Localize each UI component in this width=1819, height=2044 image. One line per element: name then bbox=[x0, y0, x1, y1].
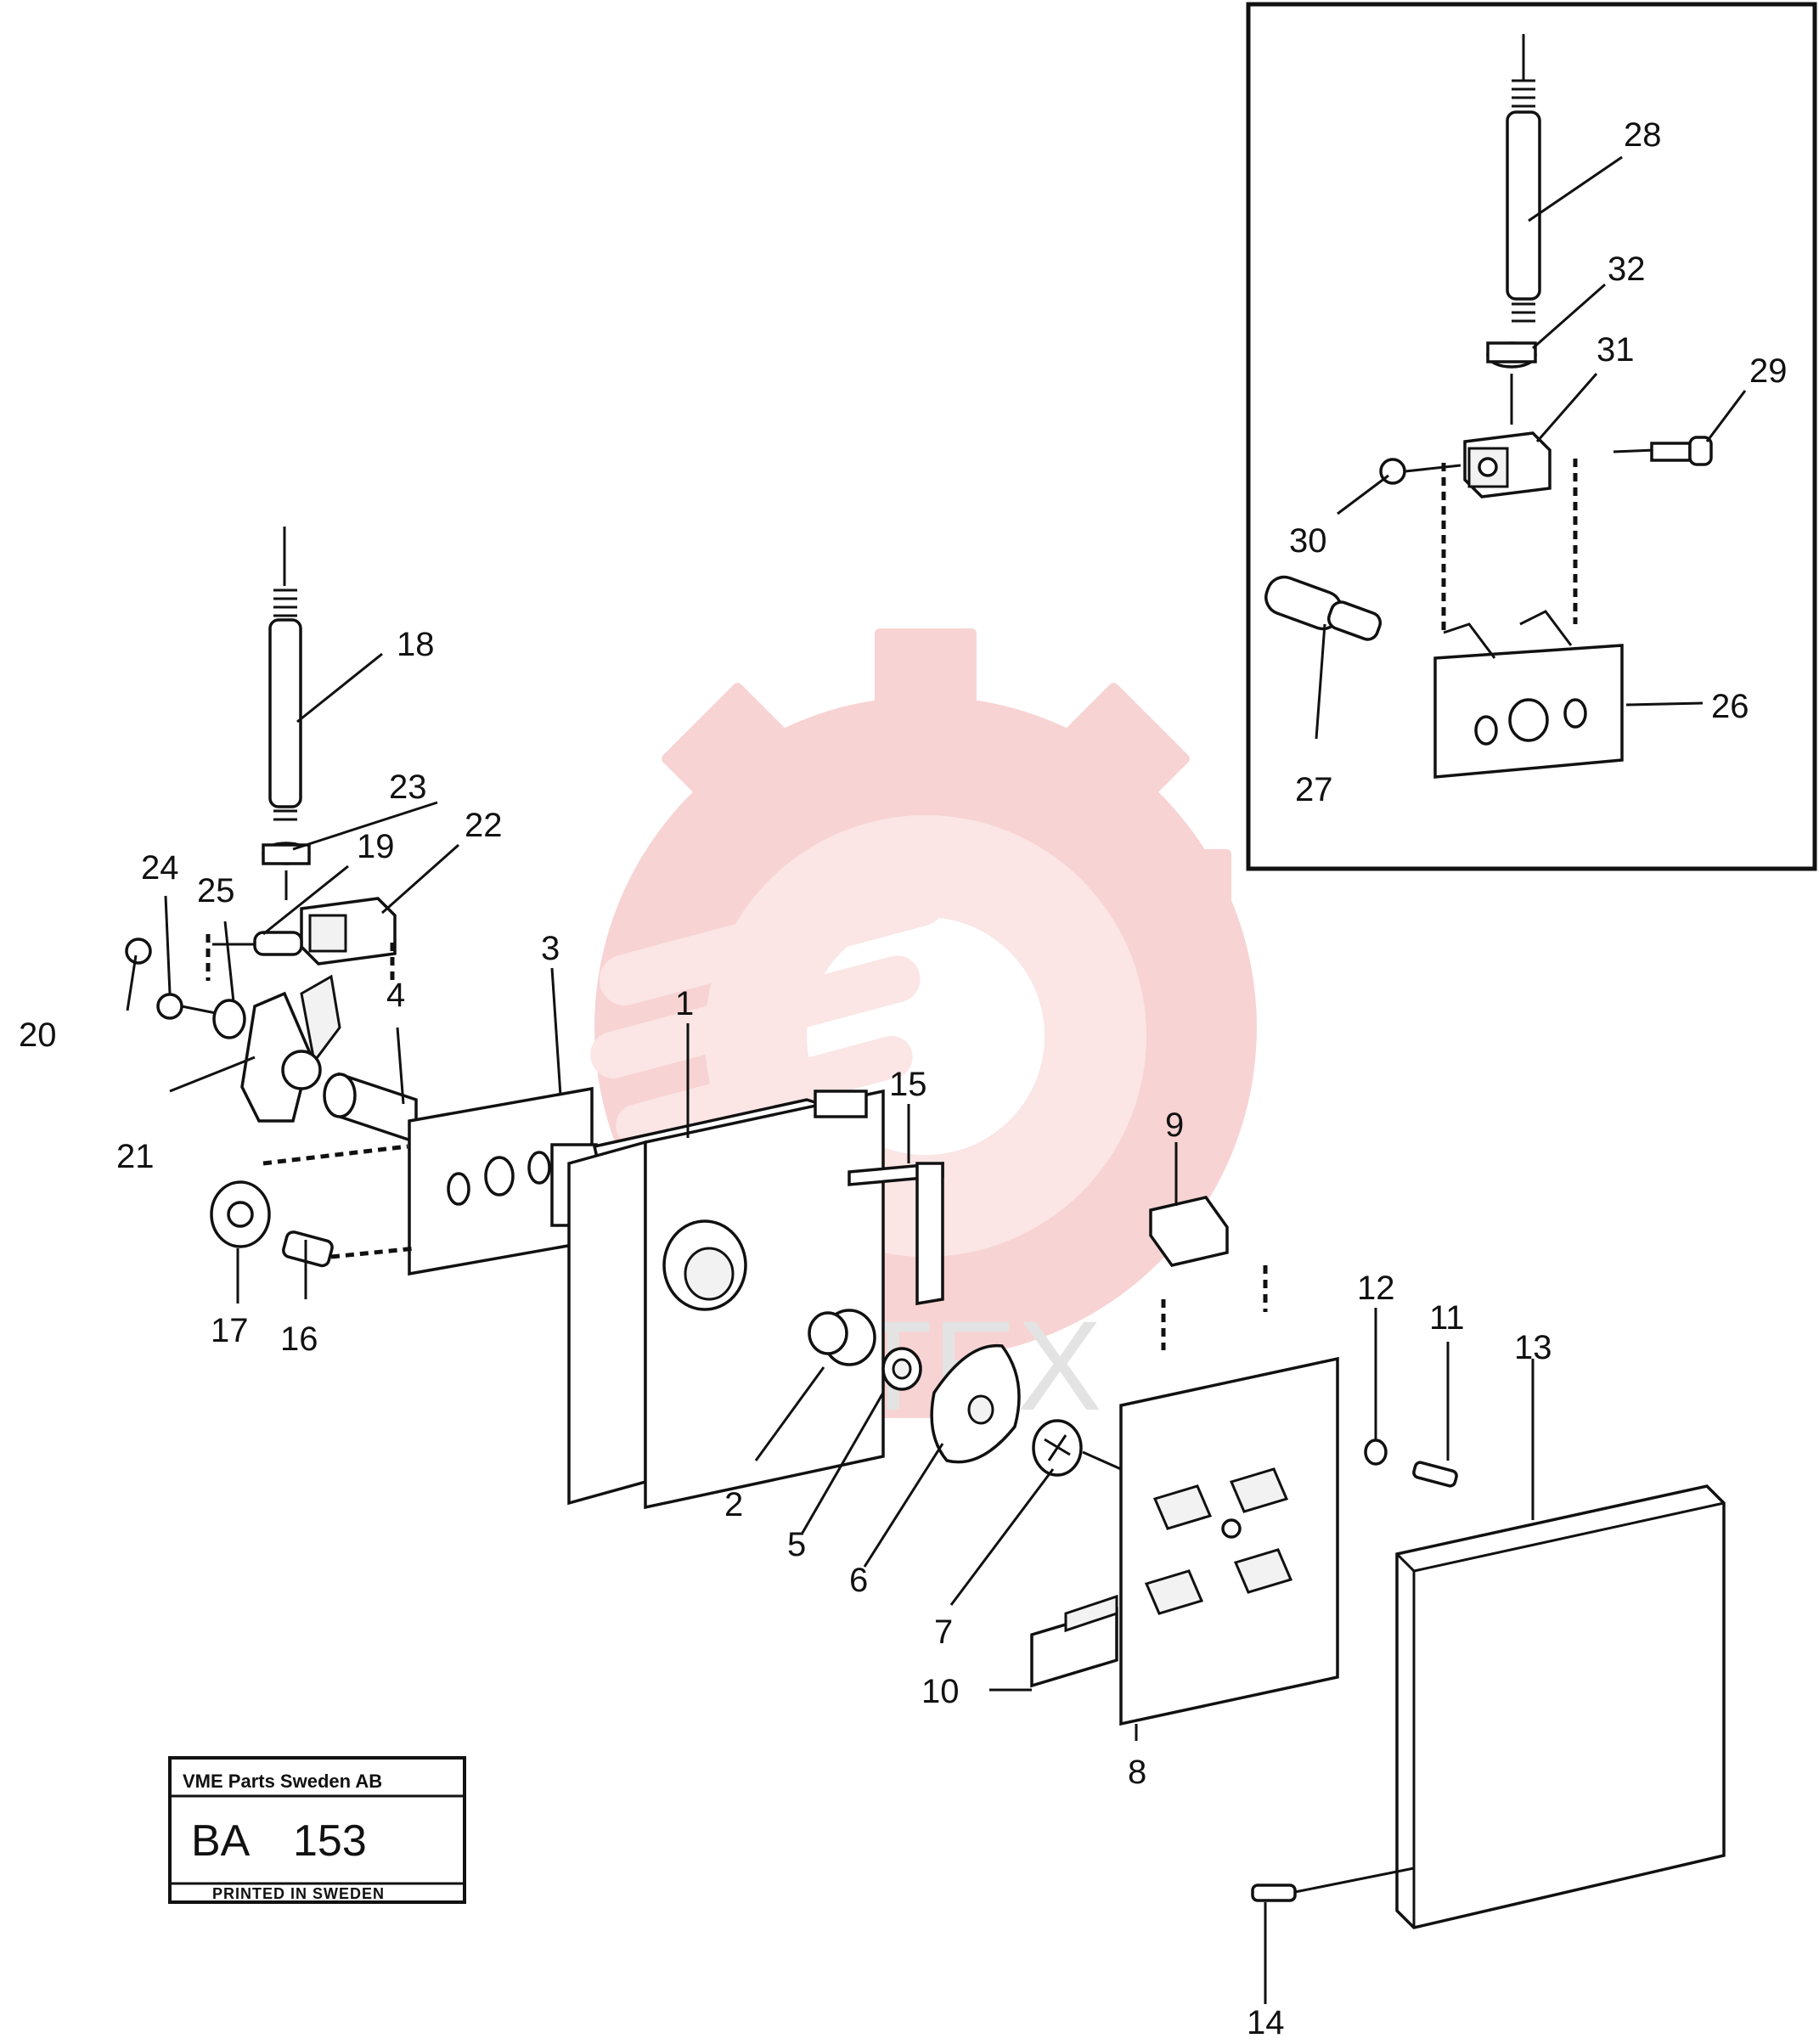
title-block: VME Parts Sweden AB BA 153 PRINTED IN SW… bbox=[168, 1756, 466, 1904]
label-part-9: 9 bbox=[1165, 1106, 1184, 1144]
label-part-1: 1 bbox=[675, 985, 694, 1022]
label-part-31: 31 bbox=[1597, 331, 1635, 369]
callout-labels: 1 2 3 4 5 6 7 8 9 10 11 12 13 14 15 16 1… bbox=[19, 116, 1788, 2041]
label-part-14: 14 bbox=[1247, 2004, 1285, 2041]
label-part-3: 3 bbox=[541, 930, 560, 967]
label-part-15: 15 bbox=[889, 1066, 927, 1103]
detail-inset-frame bbox=[1246, 2, 1817, 871]
label-part-32: 32 bbox=[1608, 251, 1646, 288]
label-part-27: 27 bbox=[1295, 771, 1333, 808]
label-part-26: 26 bbox=[1711, 688, 1749, 725]
label-part-21: 21 bbox=[116, 1138, 155, 1175]
label-part-20: 20 bbox=[19, 1016, 57, 1054]
title-block-printed: PRINTED IN SWEDEN bbox=[212, 1885, 385, 1902]
label-part-16: 16 bbox=[280, 1320, 318, 1358]
label-part-11: 11 bbox=[1429, 1299, 1465, 1337]
label-part-7: 7 bbox=[934, 1613, 953, 1651]
label-part-13: 13 bbox=[1514, 1329, 1552, 1366]
label-part-17: 17 bbox=[211, 1312, 249, 1349]
label-part-19: 19 bbox=[357, 828, 395, 865]
main-assembly bbox=[125, 526, 1726, 1929]
title-block-number: 153 bbox=[293, 1816, 367, 1866]
label-part-4: 4 bbox=[386, 977, 405, 1014]
label-part-18: 18 bbox=[397, 626, 435, 663]
label-part-24: 24 bbox=[141, 849, 179, 887]
label-part-5: 5 bbox=[787, 1526, 806, 1563]
label-part-8: 8 bbox=[1128, 1754, 1146, 1791]
watermark-logo-icon bbox=[590, 628, 1257, 1418]
label-part-30: 30 bbox=[1289, 522, 1327, 560]
label-part-22: 22 bbox=[465, 807, 503, 844]
label-part-10: 10 bbox=[921, 1673, 960, 1710]
label-part-28: 28 bbox=[1624, 116, 1662, 154]
label-part-2: 2 bbox=[724, 1486, 743, 1523]
label-part-23: 23 bbox=[389, 769, 427, 806]
title-block-code: BA bbox=[191, 1816, 251, 1866]
label-part-25: 25 bbox=[197, 872, 235, 909]
title-block-company: VME Parts Sweden AB bbox=[183, 1771, 382, 1792]
label-part-12: 12 bbox=[1357, 1270, 1395, 1307]
label-part-6: 6 bbox=[849, 1562, 868, 1599]
label-part-29: 29 bbox=[1749, 352, 1788, 390]
leader-lines bbox=[126, 155, 1747, 2004]
inset-parts bbox=[1264, 34, 1713, 779]
